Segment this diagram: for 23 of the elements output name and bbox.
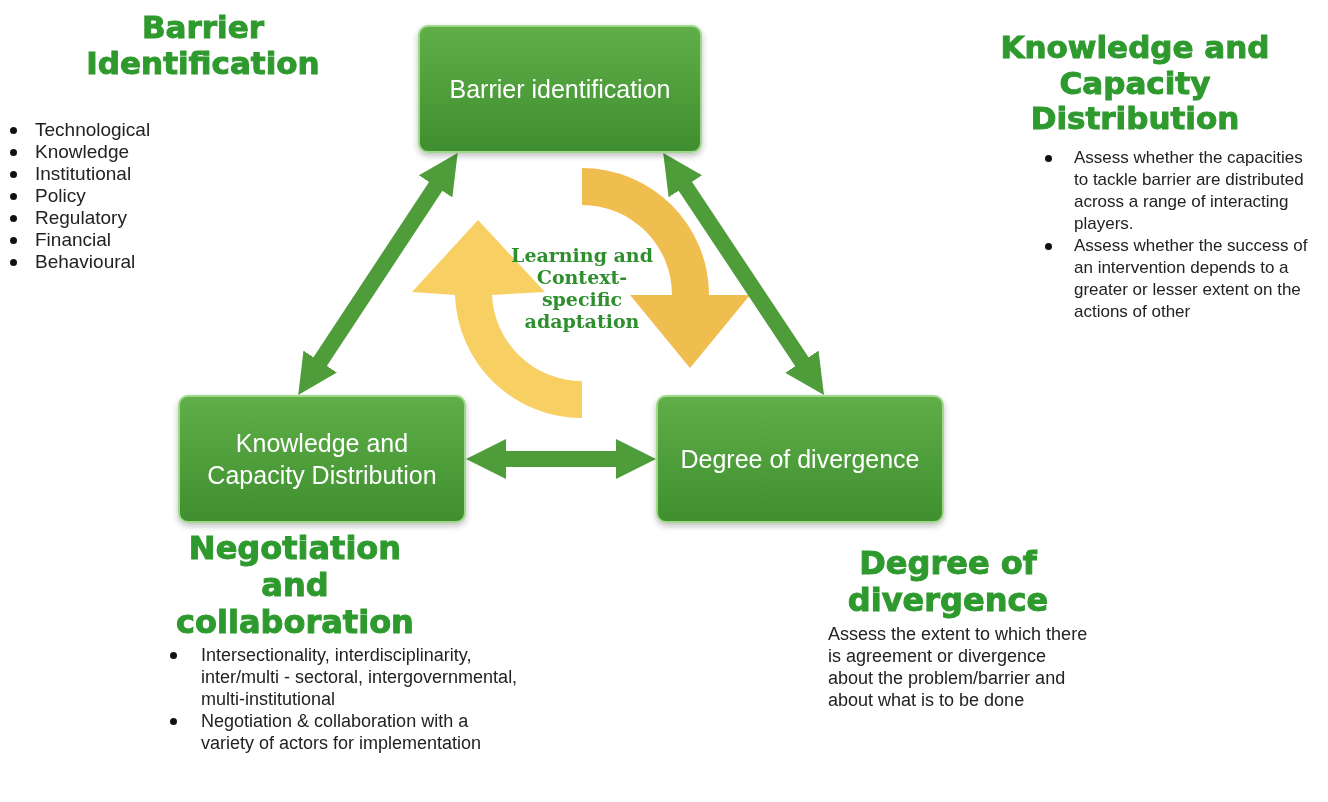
list-item: Regulatory xyxy=(35,207,127,230)
list-item: Financial xyxy=(35,229,112,252)
process-box: Degree of divergence xyxy=(656,395,944,523)
list-item: Behavioural xyxy=(35,251,136,274)
list-item: Negotiation & collaboration with a variety of actors for implementation xyxy=(201,710,483,755)
double-arrow xyxy=(298,153,458,395)
double-arrow xyxy=(663,153,824,395)
list-item: Assess whether the capacities to tackle barrier are distributed across a range of interacting players. xyxy=(1074,146,1305,235)
double-arrow xyxy=(466,439,656,479)
section-heading: Negotiation and collaboration xyxy=(175,530,415,641)
section-heading: Barrier Identification xyxy=(85,10,321,82)
section-heading: Degree of divergence xyxy=(846,545,1050,619)
list-item: Intersectionality, interdisciplinarity, inter/multi - sectoral, intergovernmental, multi-institutional xyxy=(201,644,519,711)
section-heading: Knowledge and Capacity Distribution xyxy=(999,30,1271,137)
list-item: Knowledge xyxy=(35,141,130,164)
list-item: Policy xyxy=(35,185,86,208)
description-text: Assess the extent to which there is agreement or divergence about the problem/barrier and about what is to be done xyxy=(828,622,1089,711)
list-item: Assess whether the success of an intervention depends to a greater or lesser extent on the actions of other xyxy=(1074,234,1309,323)
process-box: Knowledge and Capacity Distribution xyxy=(178,395,466,523)
process-box: Barrier identification xyxy=(418,25,702,153)
center-label: Learning and Context-specific adaptation xyxy=(508,245,656,365)
list-item: Institutional xyxy=(35,163,132,186)
list-item: Technological xyxy=(35,119,151,142)
